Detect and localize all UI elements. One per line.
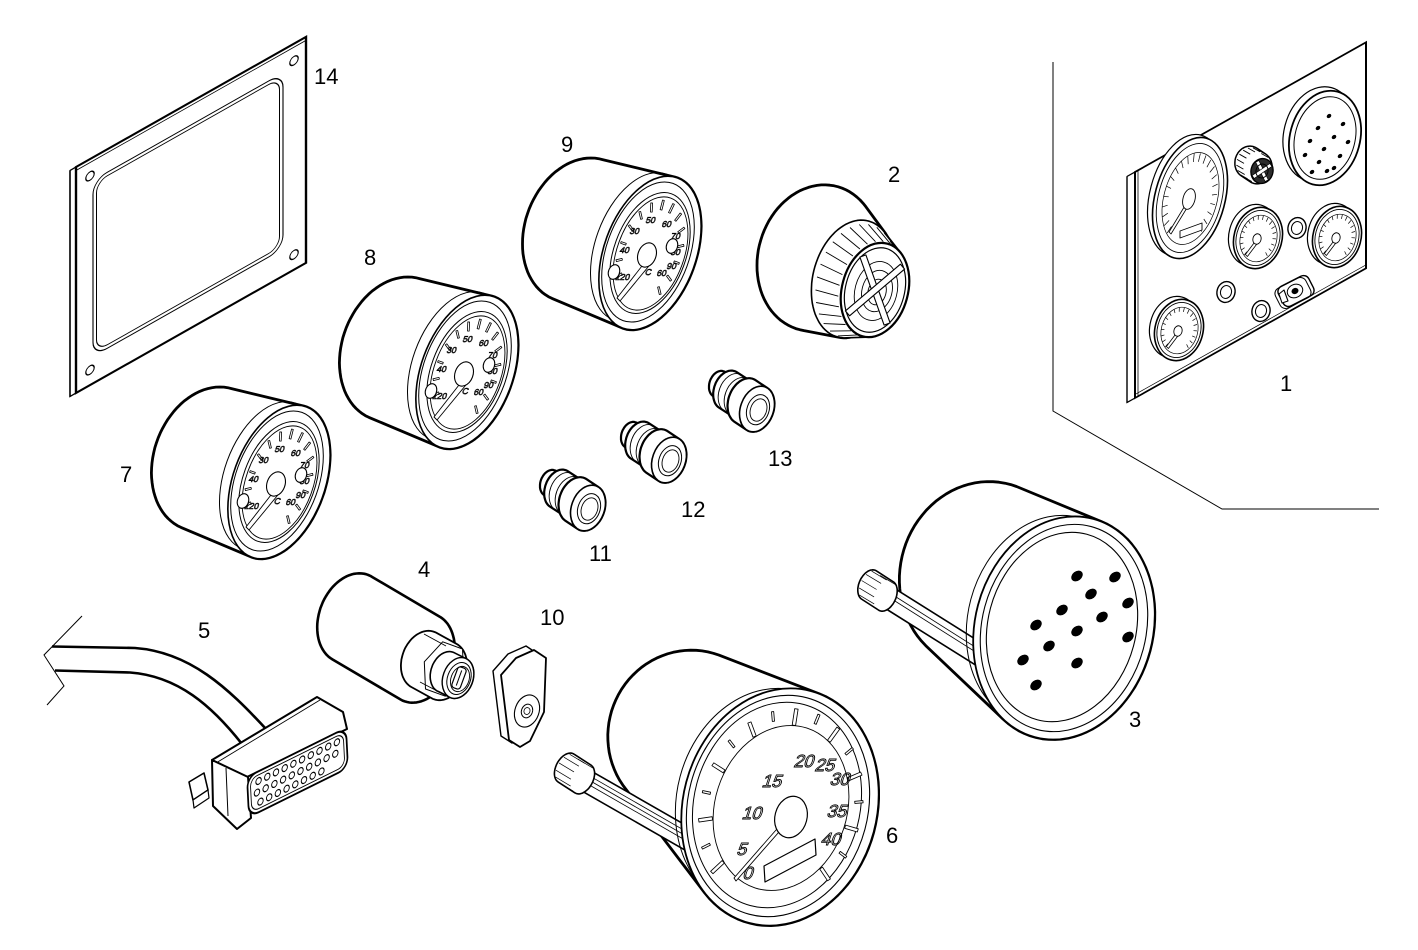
svg-text:13: 13 [768, 446, 792, 471]
svg-text:10: 10 [540, 605, 564, 630]
svg-text:5: 5 [198, 618, 210, 643]
svg-text:8: 8 [364, 245, 376, 270]
svg-text:12: 12 [681, 497, 705, 522]
svg-text:14: 14 [314, 64, 338, 89]
svg-text:11: 11 [589, 541, 612, 566]
svg-text:9: 9 [561, 132, 573, 157]
svg-text:4: 4 [418, 557, 430, 582]
svg-text:3: 3 [1129, 707, 1141, 732]
svg-text:7: 7 [120, 462, 132, 487]
svg-text:6: 6 [886, 823, 898, 848]
svg-text:1: 1 [1280, 371, 1292, 396]
svg-text:2: 2 [888, 162, 900, 187]
